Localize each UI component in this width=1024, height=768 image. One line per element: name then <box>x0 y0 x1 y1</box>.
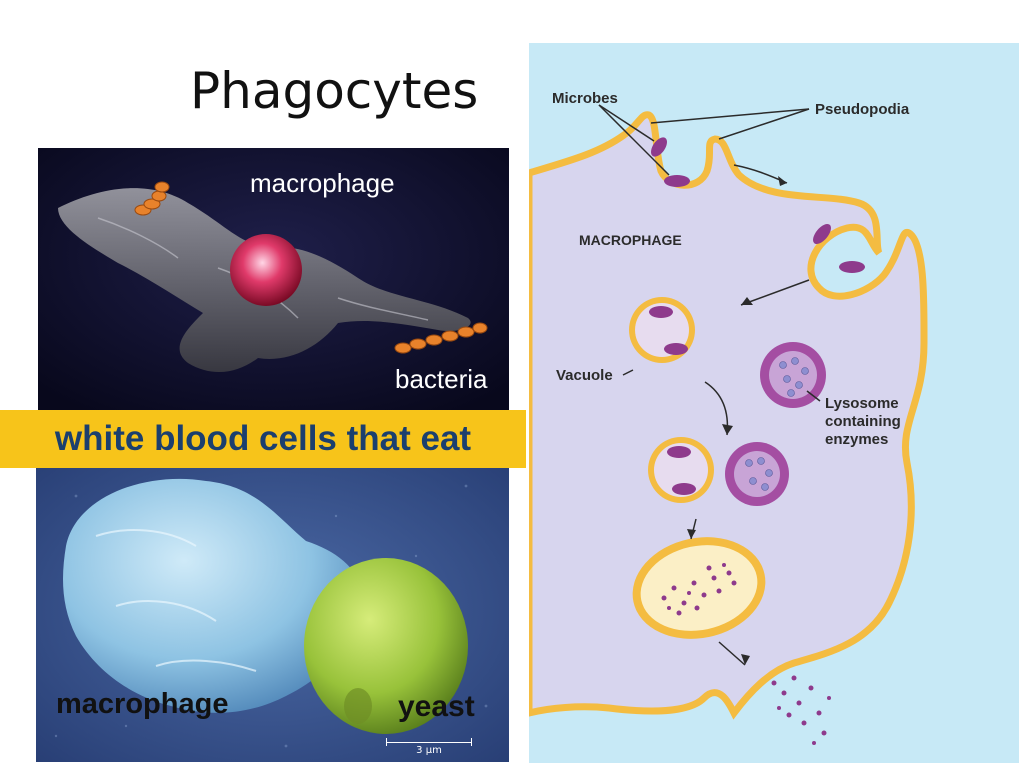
scale-bar-label: 3 μm <box>416 745 442 756</box>
label-macrophage-bottom: macrophage <box>56 688 229 720</box>
banner-white-blood-cells: white blood cells that eat <box>0 410 526 468</box>
label-vacuole: Vacuole <box>556 367 613 384</box>
label-yeast: yeast <box>398 690 475 723</box>
label-lysosome: Lysosome containing enzymes <box>825 395 901 449</box>
label-macrophage-diagram: MACROPHAGE <box>579 232 682 248</box>
label-lysosome-line-3: enzymes <box>825 431 889 448</box>
label-lysosome-line-2: containing <box>825 413 901 430</box>
slide-title: Phagocytes <box>190 62 479 120</box>
macrophage-bacteria-micrograph: macrophage bacteria <box>38 148 509 418</box>
macrophage-yeast-micrograph: macrophage yeast 3 μm <box>36 456 509 762</box>
label-lysosome-line-1: Lysosome <box>825 395 899 412</box>
label-microbes: Microbes <box>552 90 618 107</box>
phagocytosis-diagram: Microbes Pseudopodia MACROPHAGE Vacuole … <box>529 43 1019 763</box>
label-pseudopodia: Pseudopodia <box>815 101 910 118</box>
scale-bar: 3 μm <box>386 736 472 756</box>
phagocytosis-illustration <box>529 104 928 745</box>
label-macrophage-top: macrophage <box>250 168 395 198</box>
micrograph-image <box>38 148 509 418</box>
label-bacteria: bacteria <box>395 364 488 394</box>
micrograph-image-2 <box>36 456 509 762</box>
